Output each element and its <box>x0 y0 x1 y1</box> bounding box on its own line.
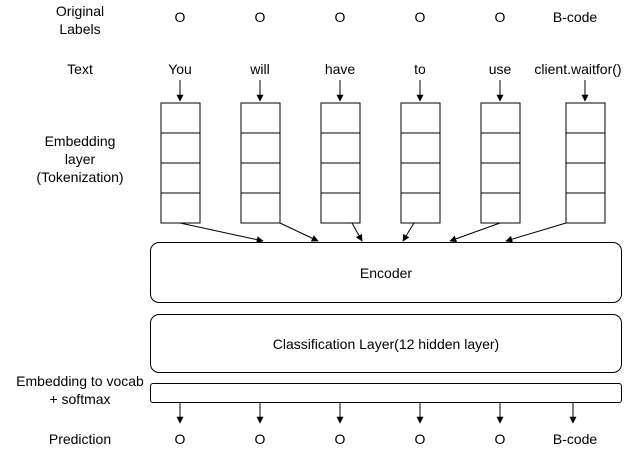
embedding-stack <box>320 102 361 224</box>
token-text: You <box>168 61 192 77</box>
row-label-vocab: Embedding to vocab + softmax <box>16 373 144 407</box>
prediction-label: O <box>494 431 506 447</box>
encoder-input-arrow <box>179 222 264 244</box>
embedding-stack <box>240 102 281 224</box>
original-label: O <box>494 9 506 25</box>
token-text: client.waitfor() <box>534 61 622 77</box>
prediction-label: B-code <box>552 431 598 447</box>
row-label-embedding: Embedding layer (Tokenization) <box>36 133 124 185</box>
original-label: O <box>334 9 346 25</box>
token-text: to <box>414 61 426 77</box>
encoder-input-arrow <box>505 222 567 243</box>
embedding-stack <box>400 102 441 224</box>
embedding-stack <box>480 102 521 224</box>
classification-layer-box: Classification Layer(12 hidden layer) <box>150 314 622 373</box>
embedding-stack <box>565 102 606 224</box>
encoder-input-arrow <box>449 222 501 243</box>
classification-layer-label: Classification Layer(12 hidden layer) <box>272 335 500 352</box>
prediction-label: O <box>254 431 266 447</box>
prediction-label: O <box>334 431 346 447</box>
original-label: O <box>254 9 266 25</box>
encoder-input-arrow <box>402 222 415 242</box>
encoder-label: Encoder <box>359 264 413 281</box>
vocab-softmax-box <box>150 383 622 403</box>
row-label-text: Text <box>67 61 93 77</box>
encoder-input-arrow <box>351 222 363 242</box>
prediction-label: O <box>174 431 186 447</box>
token-text: use <box>488 61 512 77</box>
row-label-original-labels: Original Labels <box>55 3 105 37</box>
original-label: B-code <box>552 9 598 25</box>
token-text: have <box>324 61 356 77</box>
original-label: O <box>174 9 186 25</box>
original-label: O <box>414 9 426 25</box>
encoder-box: Encoder <box>150 242 622 303</box>
encoder-input-arrow <box>279 222 319 242</box>
token-text: will <box>250 61 270 77</box>
prediction-label: O <box>414 431 426 447</box>
row-label-prediction: Prediction <box>48 431 112 447</box>
embedding-stack <box>160 102 201 224</box>
